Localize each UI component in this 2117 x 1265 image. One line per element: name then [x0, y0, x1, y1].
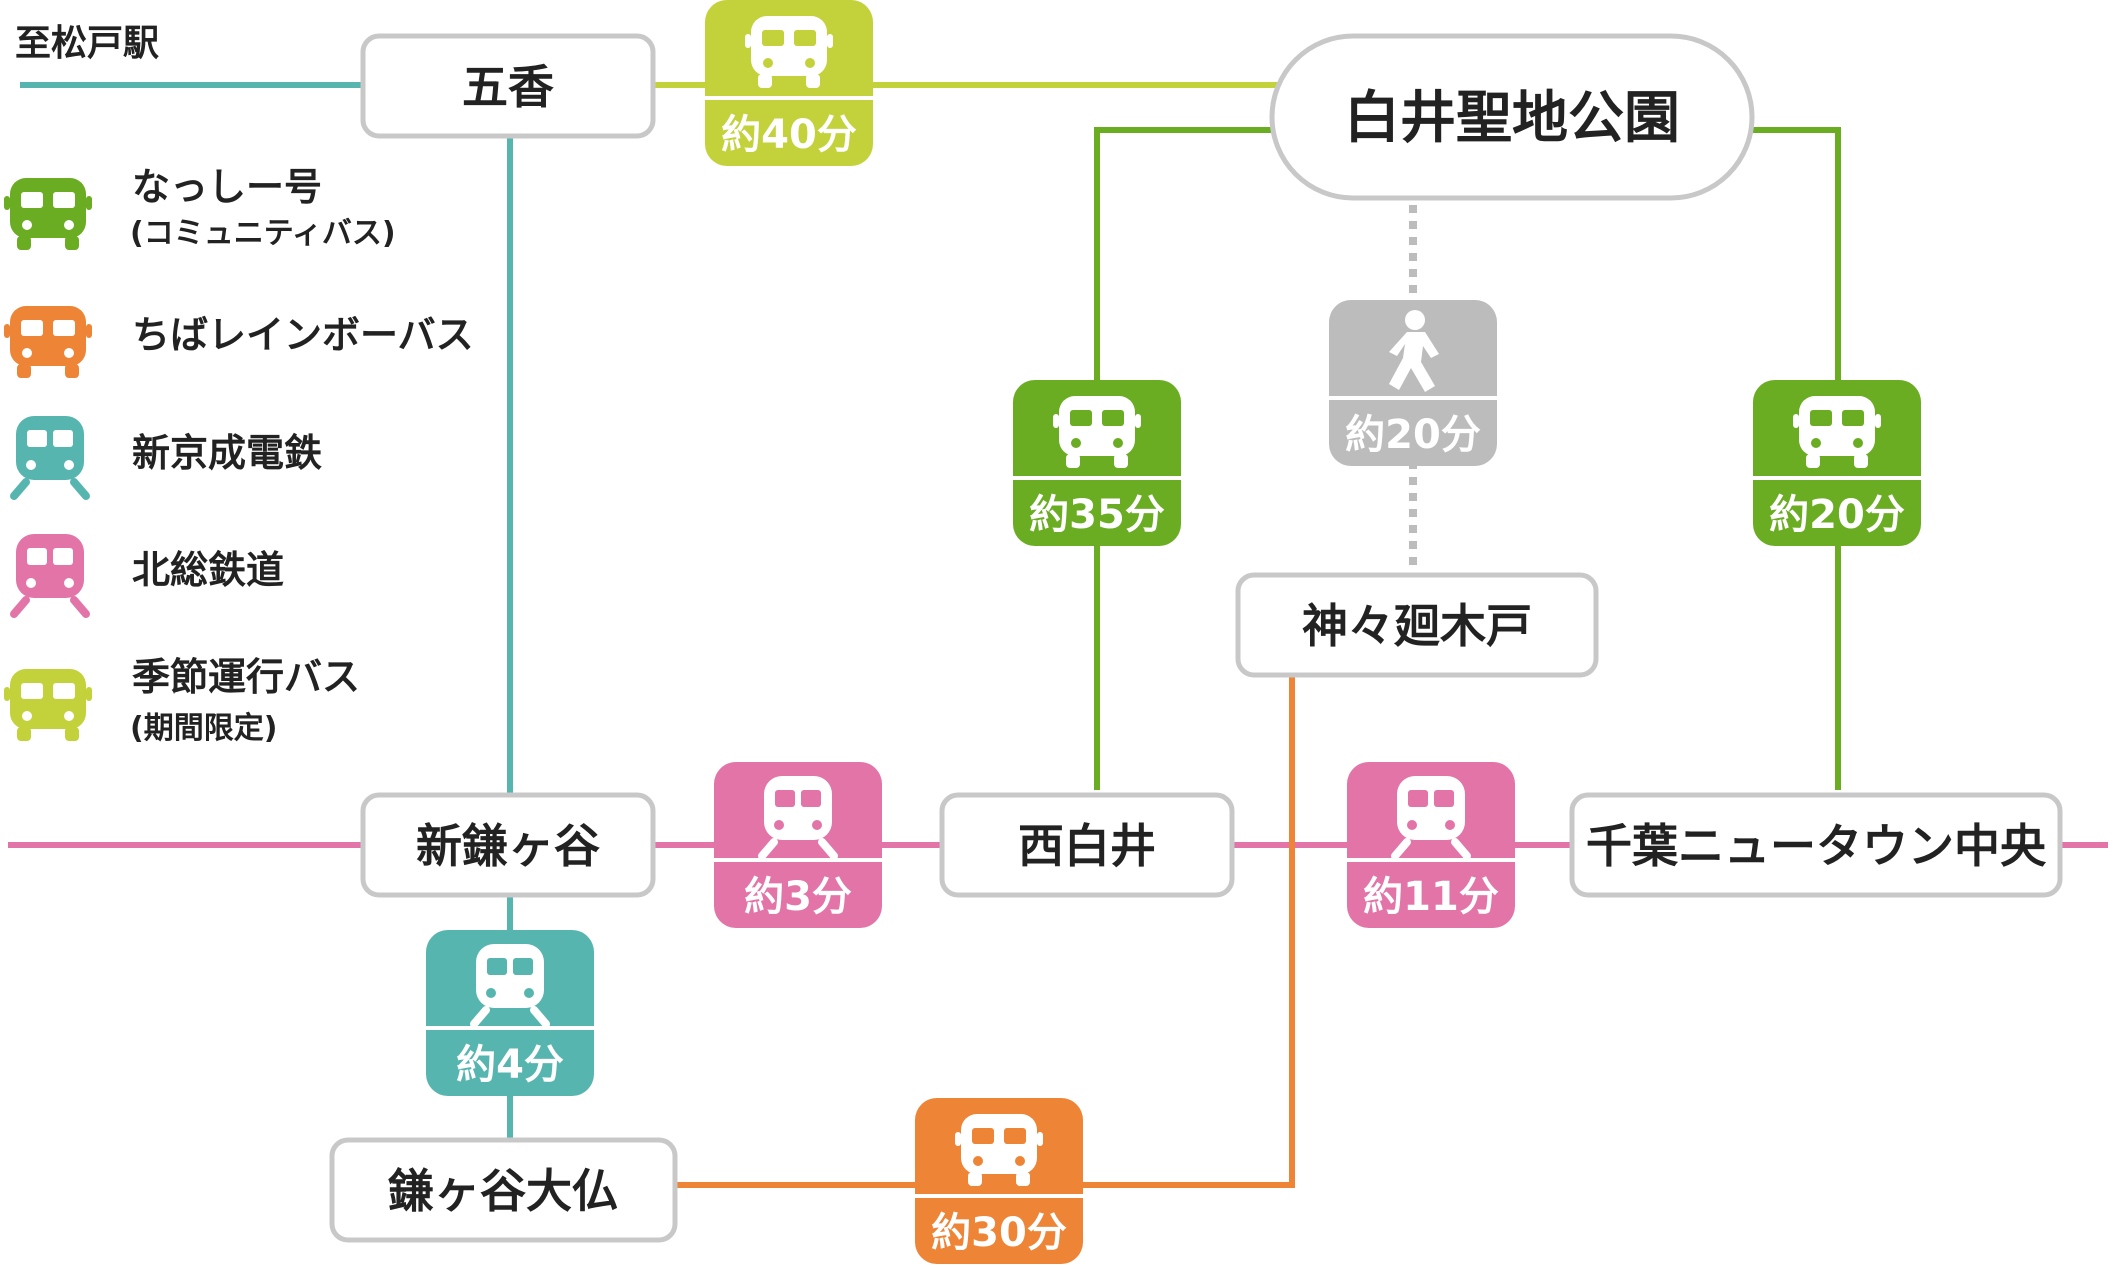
bus-icon [4, 669, 92, 741]
legend-item-hokuso: 北総鉄道 [10, 534, 284, 618]
station-shiroi-seichi-park[interactable]: 白井聖地公園 [1269, 33, 1755, 201]
travel-time-badge-nasshi-west: 約35分 [1013, 380, 1181, 546]
legend-item-nasshi: なっしー号 (コミュニティバス) [4, 165, 396, 251]
station-goka[interactable]: 五香 [360, 33, 656, 139]
bus-icon [4, 178, 92, 250]
legend-sublabel: (コミュニティバス) [130, 216, 396, 251]
station-label: 五香 [462, 60, 554, 114]
badges: 約40分 約35分 [426, 0, 1921, 1264]
legend-label: ちばレインボーバス [132, 313, 474, 357]
station-nishishiroi[interactable]: 西白井 [939, 792, 1235, 898]
travel-time-badge-walk: 約20分 [1329, 300, 1497, 466]
legend-sublabel: (期間限定) [130, 711, 277, 746]
train-icon [470, 944, 550, 1028]
legend-item-shinkeisei: 新京成電鉄 [10, 416, 322, 500]
station-chiba-newtown-chuo[interactable]: 千葉ニュータウン中央 [1569, 792, 2063, 898]
travel-time: 約30分 [931, 1210, 1067, 1256]
bus-icon [745, 16, 833, 88]
travel-time: 約3分 [744, 874, 852, 920]
legend-item-seasonal: 季節運行バス (期間限定) [4, 655, 360, 746]
legend-item-rainbow: ちばレインボーバス [4, 306, 474, 378]
station-label: 新鎌ヶ谷 [416, 819, 600, 873]
station-label: 西白井 [1018, 819, 1156, 873]
bus-icon [4, 306, 92, 378]
station-kamagaya-daibutsu[interactable]: 鎌ヶ谷大仏 [329, 1137, 678, 1243]
bus-icon [955, 1114, 1043, 1186]
train-icon [1391, 776, 1471, 860]
travel-time-badge-hokuso-1: 約3分 [714, 762, 882, 928]
legend-label: 北総鉄道 [132, 548, 284, 592]
train-icon [10, 416, 90, 500]
station-label: 白井聖地公園 [1344, 86, 1680, 151]
travel-time: 約35分 [1029, 492, 1165, 538]
station-shinkamagaya[interactable]: 新鎌ヶ谷 [360, 792, 656, 898]
travel-time: 約40分 [721, 112, 857, 158]
travel-time: 約20分 [1345, 412, 1481, 458]
travel-time: 約11分 [1363, 874, 1499, 920]
legend-label: なっしー号 [132, 165, 322, 209]
rainbow-bus-line [675, 675, 1295, 1188]
walk-icon [1389, 310, 1439, 392]
travel-time-badge-nasshi-east: 約20分 [1753, 380, 1921, 546]
travel-time: 約20分 [1769, 492, 1905, 538]
travel-time-badge-seasonal: 約40分 [705, 0, 873, 166]
station-label: 神々廻木戸 [1302, 599, 1532, 653]
legend-label: 季節運行バス [132, 655, 360, 699]
travel-time-badge-shinkeisei: 約4分 [426, 930, 594, 1096]
travel-time-badge-rainbow: 約30分 [915, 1098, 1083, 1264]
stations: 五香 白井聖地公園 神々廻木戸 新鎌ヶ谷 西白井 千葉ニュータウン中央 鎌ヶ谷大… [329, 33, 2063, 1243]
bus-icon [1793, 396, 1881, 468]
station-label: 鎌ヶ谷大仏 [388, 1164, 618, 1218]
bus-icon [1053, 396, 1141, 468]
nasshi-bus-line-west [1094, 127, 1275, 790]
legend: なっしー号 (コミュニティバス) ちばレインボーバス [4, 165, 474, 746]
train-icon [10, 534, 90, 618]
station-jinjin-kido[interactable]: 神々廻木戸 [1235, 572, 1599, 678]
direction-label: 至松戸駅 [15, 23, 159, 64]
travel-time-badge-hokuso-2: 約11分 [1347, 762, 1515, 928]
travel-time: 約4分 [456, 1042, 564, 1088]
nasshi-bus-line-east [1750, 127, 1841, 790]
legend-label: 新京成電鉄 [132, 431, 322, 475]
train-icon [758, 776, 838, 860]
station-label: 千葉ニュータウン中央 [1586, 819, 2047, 873]
